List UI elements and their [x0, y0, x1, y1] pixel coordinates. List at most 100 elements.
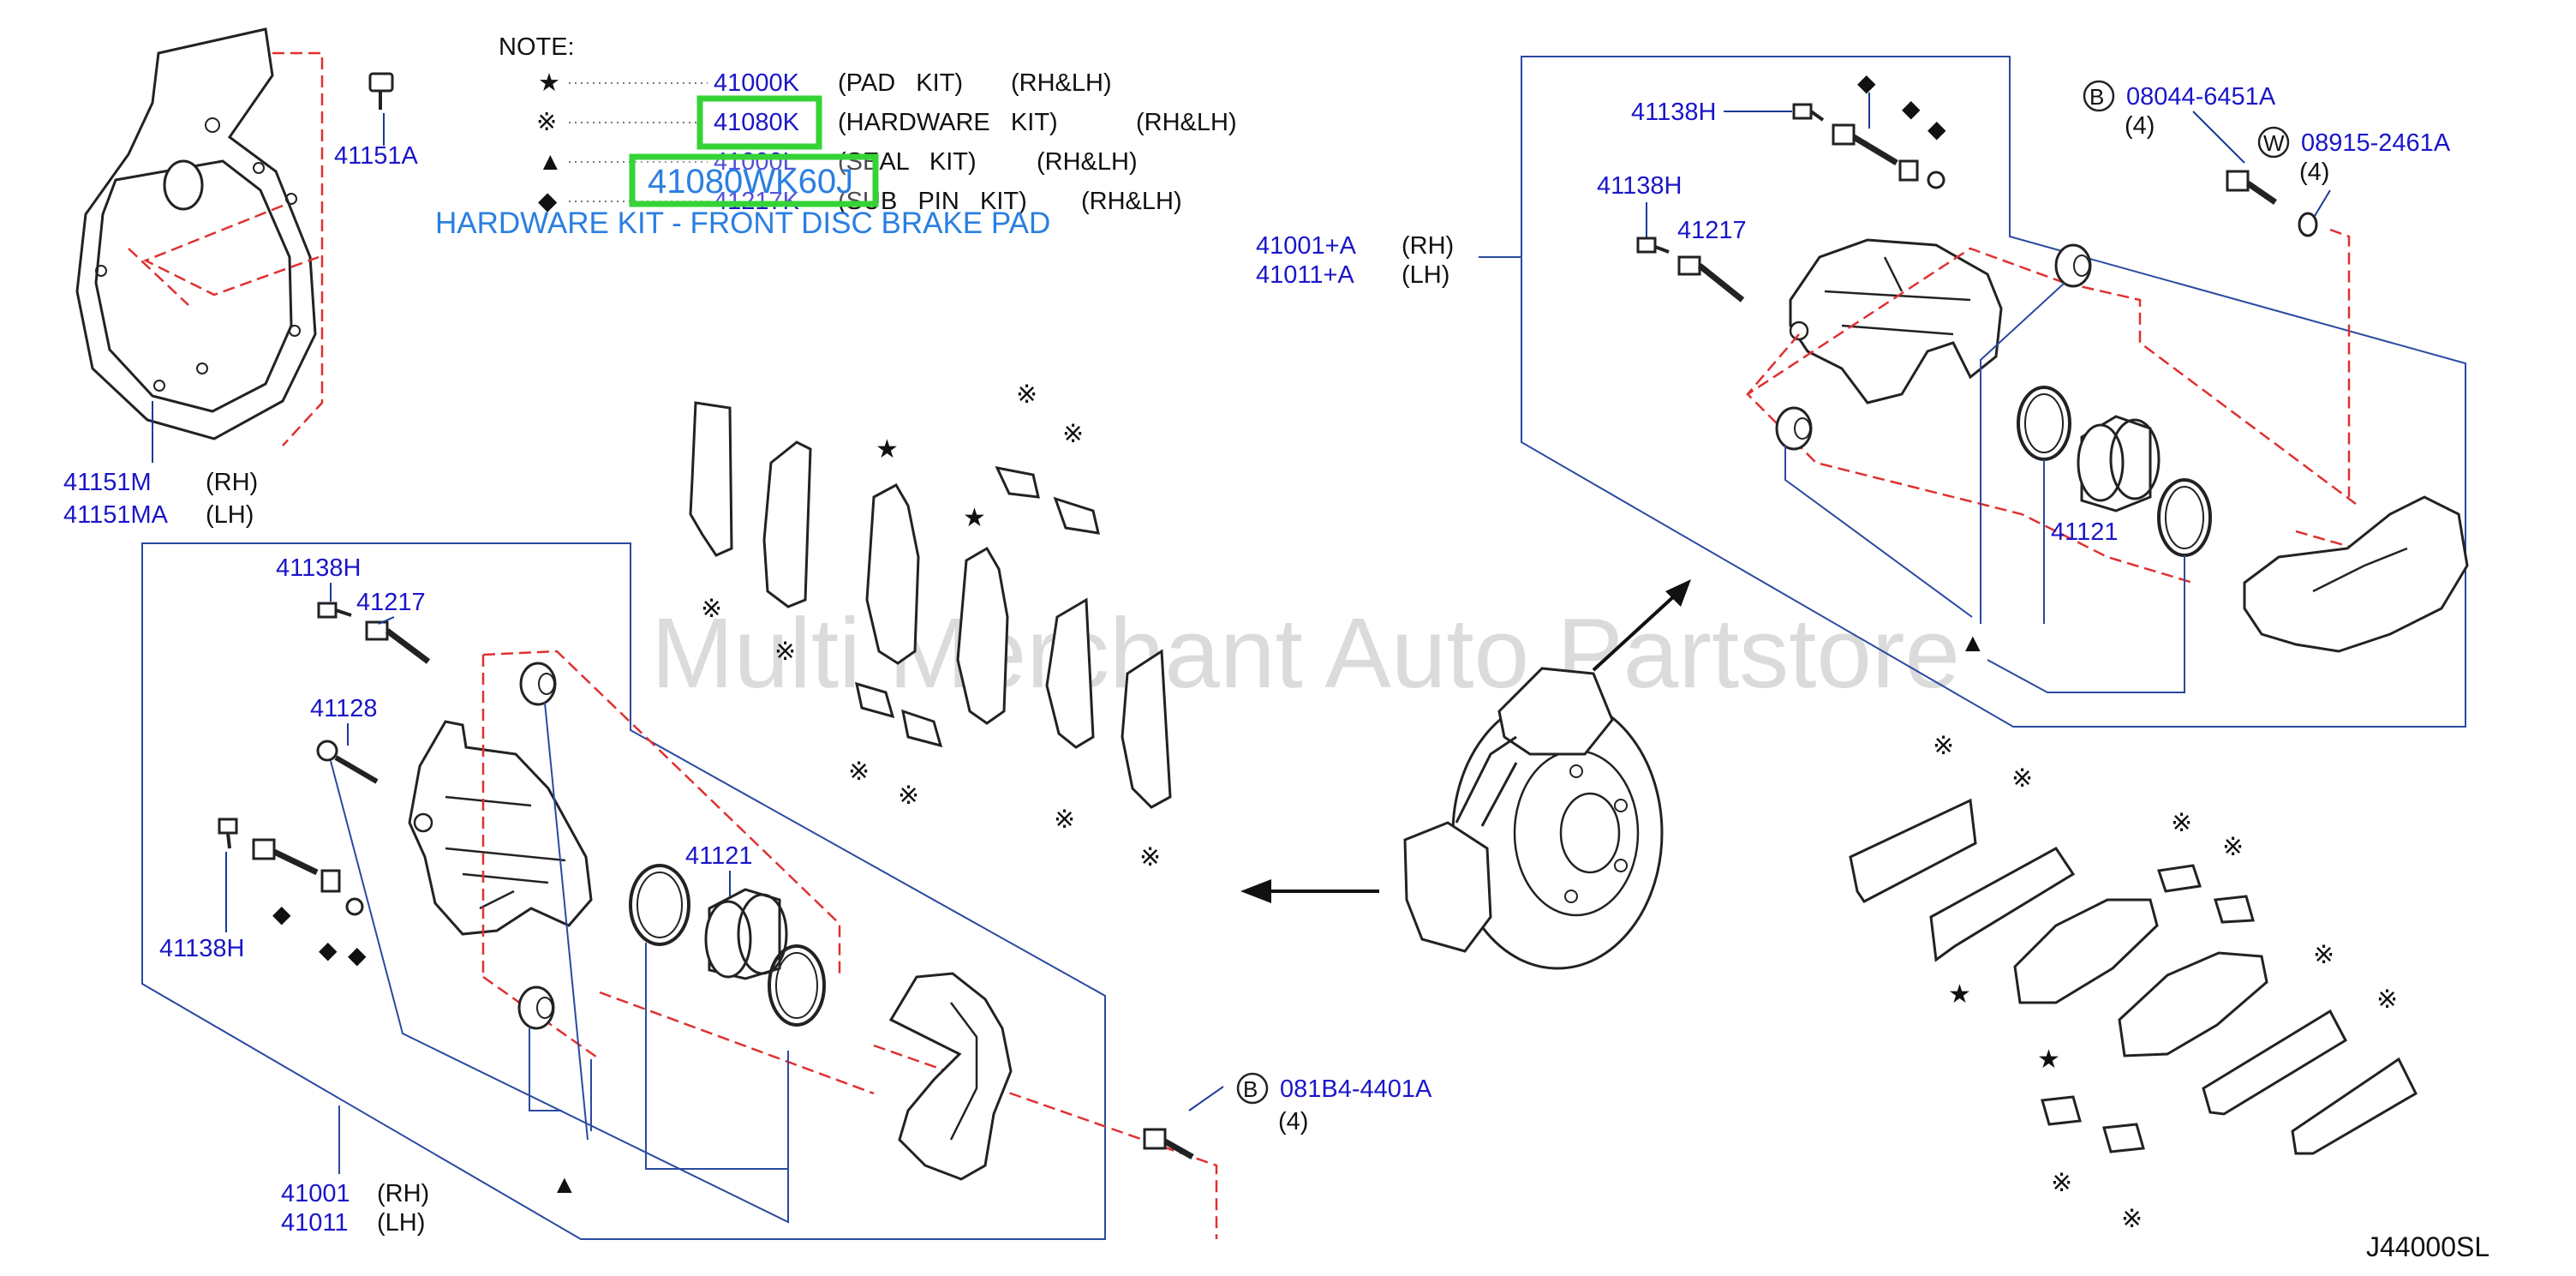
label-41001-rh: (RH) — [377, 1180, 429, 1207]
label-41121-left[interactable]: 41121 — [685, 842, 753, 870]
shim-right-1[interactable] — [1849, 798, 1977, 903]
highlight-part-number[interactable]: 41080WK60J — [648, 163, 853, 201]
pad-clip-right-4[interactable] — [2102, 1123, 2145, 1153]
label-08044-6451A[interactable]: 08044-6451A — [2126, 83, 2276, 111]
hw-mark-right-1: ※ — [1933, 732, 1954, 760]
piston-seal-left[interactable] — [629, 864, 690, 946]
label-41138H-left-bottom[interactable]: 41138H — [159, 935, 244, 962]
bolt-41138H-right-mid[interactable] — [1636, 237, 1670, 254]
label-081B4-4401A[interactable]: 081B4-4401A — [1280, 1075, 1432, 1103]
bolt-41138H-right-top[interactable] — [1792, 103, 1825, 122]
label-41151A[interactable]: 41151A — [334, 142, 418, 170]
piston-boot-left[interactable] — [768, 944, 826, 1027]
label-41151M[interactable]: 41151M — [63, 469, 152, 496]
note-part-hardware-kit[interactable]: 41080K — [714, 109, 800, 136]
label-41138H-left-top[interactable]: 41138H — [276, 554, 361, 582]
caliper-body-right[interactable] — [1789, 238, 2003, 404]
hw-mark-right-3: ※ — [2171, 809, 2192, 837]
label-41011A-lh: (LH) — [1402, 261, 1449, 289]
note-part-pad-kit[interactable]: 41000K — [714, 69, 800, 97]
label-41151MA-lh: (LH) — [206, 501, 254, 529]
note-part-seal-kit[interactable]: 41000L — [714, 148, 797, 176]
bushing-lower-right[interactable] — [1775, 406, 1813, 451]
caliper-bracket-right[interactable] — [2243, 495, 2469, 653]
label-41001A[interactable]: 41001+A — [1256, 232, 1357, 260]
mounting-bolt-081B4[interactable] — [1143, 1128, 1194, 1160]
guide-pin-right-top[interactable] — [1832, 123, 1945, 189]
label-41011A[interactable]: 41011+A — [1256, 261, 1354, 289]
label-41128[interactable]: 41128 — [310, 695, 378, 722]
label-41138H-right-top[interactable]: 41138H — [1631, 99, 1716, 126]
lower-caliper-on-hub[interactable] — [1403, 821, 1492, 953]
piston-boot-right[interactable] — [2157, 478, 2212, 557]
diamond-mark-pin-1: ◆ — [272, 901, 291, 927]
triangle-mark-left: ▲ — [552, 1171, 577, 1199]
star-mark-right-pad-1: ★ — [1948, 980, 1971, 1009]
piston-41121-right[interactable] — [2077, 415, 2161, 512]
label-41151MA[interactable]: 41151MA — [63, 501, 169, 529]
note-desc-pad-kit: (PAD KIT) — [838, 69, 963, 97]
bushing-upper-left[interactable] — [519, 662, 557, 706]
bushing-lower-left[interactable] — [517, 985, 555, 1030]
highlight-box-part-number — [629, 153, 879, 207]
guide-pin-41217-right[interactable] — [1677, 255, 1745, 303]
label-41217-right[interactable]: 41217 — [1677, 217, 1747, 244]
dust-shield-plate[interactable] — [75, 27, 317, 440]
note-symbol-diamond: ◆ — [538, 188, 558, 215]
piston-41121-left[interactable] — [704, 888, 788, 980]
shim-right-2[interactable] — [1929, 847, 2076, 962]
bolt-41151A[interactable] — [368, 72, 394, 110]
star-mark-right-pad-2: ★ — [2037, 1045, 2060, 1074]
shim-inner-1[interactable] — [1045, 597, 1095, 749]
shim-inner-2[interactable] — [1121, 649, 1172, 809]
note-symbol-triangle: ▲ — [538, 148, 563, 176]
diamond-mark-right-1: ◆ — [1857, 69, 1876, 96]
diamond-mark-right-3: ◆ — [1928, 116, 1946, 142]
bolt-41138H-upper[interactable] — [317, 602, 352, 619]
label-08915-2461A[interactable]: 08915-2461A — [2301, 129, 2451, 157]
label-41121-right[interactable]: 41121 — [2051, 518, 2119, 546]
bleeder-41128[interactable] — [316, 740, 379, 784]
bolt-41138H-lower[interactable] — [218, 818, 238, 849]
guide-pin-lower[interactable] — [252, 838, 364, 916]
bushing-upper-right[interactable] — [2054, 243, 2092, 288]
label-41001[interactable]: 41001 — [281, 1180, 350, 1207]
washer-08915[interactable] — [2298, 212, 2318, 237]
caliper-body-left[interactable] — [408, 720, 593, 936]
brake-pad-1[interactable] — [865, 482, 920, 665]
pad-clip-4[interactable] — [901, 709, 943, 748]
hw-mark-5: ※ — [848, 758, 870, 786]
caliper-bracket-left[interactable] — [888, 972, 1013, 1181]
pad-clip-1[interactable] — [995, 465, 1040, 499]
brake-pad-2[interactable] — [956, 546, 1009, 725]
note-block: NOTE: ★ 41000K (PAD KIT) (RH&LH) ※ 41080… — [435, 33, 1237, 240]
brake-pad-right-1[interactable] — [2013, 898, 2159, 1004]
pad-clip-right-2[interactable] — [2214, 895, 2255, 924]
hw-mark-7: ※ — [1054, 806, 1075, 834]
label-41217-left[interactable]: 41217 — [356, 589, 426, 616]
shim-right-3[interactable] — [2202, 1009, 2347, 1116]
watermark: Multi Merchant Auto Partstore — [651, 597, 1960, 709]
note-desc-seal-kit: (SEAL KIT) — [838, 148, 977, 176]
circle-b-081B4-letter: B — [1243, 1076, 1258, 1102]
hw-mark-right-7: ※ — [2051, 1169, 2072, 1197]
shim-outer-1[interactable] — [689, 401, 733, 557]
pad-clip-3[interactable] — [855, 681, 895, 719]
pad-clip-right-1[interactable] — [2157, 864, 2202, 893]
brake-pad-right-2[interactable] — [2118, 951, 2268, 1057]
piston-seal-right[interactable] — [2017, 386, 2071, 461]
upper-caliper-on-hub[interactable] — [1497, 667, 1614, 756]
right-caliper-assembly: 41001+A (RH) 41011+A (LH) 41138H ◆ ◆ ◆ 4… — [1256, 56, 2469, 728]
label-41138H-right-mid[interactable]: 41138H — [1597, 172, 1682, 200]
pad-clip-right-3[interactable] — [2041, 1095, 2082, 1126]
shim-outer-2[interactable] — [762, 440, 812, 608]
star-mark-pad-1: ★ — [876, 435, 899, 464]
circle-w-08915-letter: W — [2263, 130, 2285, 156]
shim-right-4[interactable] — [2291, 1057, 2418, 1155]
center-pads-hardware: ★ ★ ※ ※ ※ ※ ※ ※ ※ ※ — [689, 380, 1172, 872]
bolt-08044[interactable] — [2226, 170, 2277, 205]
pad-clip-2[interactable] — [1053, 496, 1100, 535]
guide-pin-41217[interactable] — [365, 620, 431, 664]
label-41011[interactable]: 41011 — [281, 1209, 349, 1237]
